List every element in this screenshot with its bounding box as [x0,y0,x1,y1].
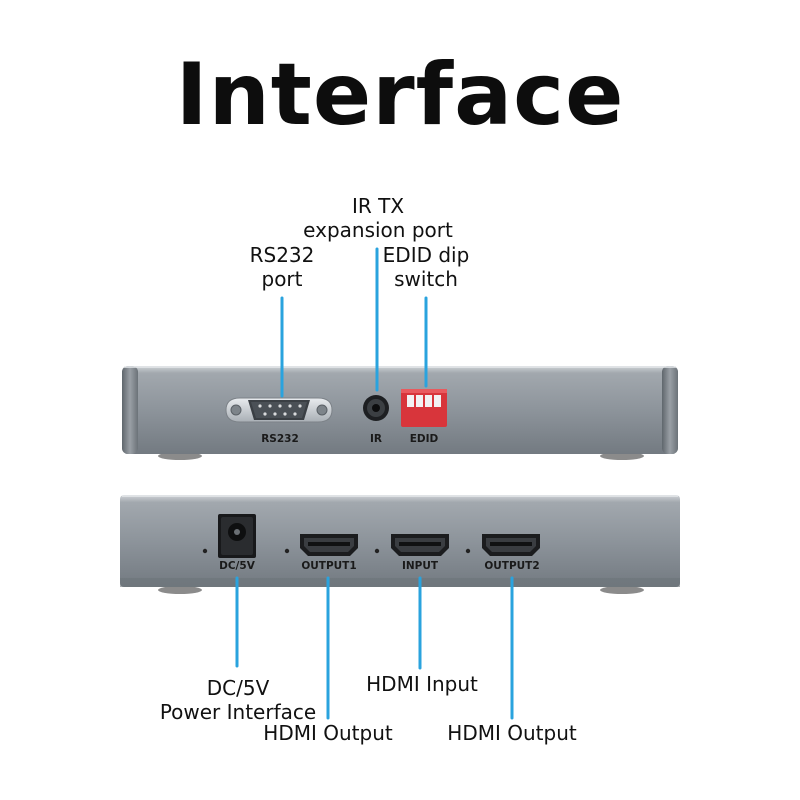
label-output1: OUTPUT1 [301,560,356,572]
callout-rs232-line2: port [261,267,303,291]
label-rs232: RS232 [261,433,299,445]
label-ir: IR [370,433,382,445]
callout-dc-power: DC/5V Power Interface [148,676,328,724]
edid-dip-switch [401,389,447,427]
ir-jack [363,395,389,421]
hdmi-output-2-port [482,534,540,556]
hdmi-input-port [391,534,449,556]
callout-edid-line1: EDID dip [382,243,470,267]
front-panel-foot-left [158,586,202,594]
leader-lines [235,247,514,720]
callout-ir-tx-port: IR TX expansion port [298,194,458,242]
led-dot-4 [465,548,471,554]
hdmi-output-1-port [300,534,358,556]
callout-edid-switch: EDID dip switch [366,243,486,291]
label-output2: OUTPUT2 [484,560,539,572]
back-panel: RS232 IR EDID [122,366,678,460]
front-panel-bottom-edge [120,578,680,587]
led-dot-1 [202,548,208,554]
label-dc: DC/5V [219,560,256,572]
dc-power-jack [218,514,256,558]
front-panel-foot-right [600,586,644,594]
callout-dc-line2: Power Interface [159,700,317,724]
front-panel: DC/5V OUTPUT1 INPUT OUTPUT2 [120,495,680,594]
callout-hdmi-output-2-text: HDMI Output [447,721,577,745]
back-panel-cap-left [122,366,138,454]
back-panel-cap-right [662,366,678,454]
page-title: Interface [175,45,625,145]
callout-edid-line2: switch [394,267,458,291]
led-dot-2 [284,548,290,554]
callout-hdmi-output-1-text: HDMI Output [263,721,393,745]
callout-rs232-line1: RS232 [249,243,315,267]
label-input: INPUT [402,560,439,572]
callout-ir-tx-line2: expansion port [303,218,453,242]
callout-hdmi-input: HDMI Input [352,672,492,696]
back-panel-body [122,366,678,454]
label-edid: EDID [410,433,439,445]
callout-hdmi-output-1: HDMI Output [258,721,398,745]
led-dot-3 [374,548,380,554]
callout-ir-tx-line1: IR TX [351,194,405,218]
rs232-connector [225,397,333,423]
callout-hdmi-output-2: HDMI Output [442,721,582,745]
callout-hdmi-input-text: HDMI Input [366,672,478,696]
callout-dc-line1: DC/5V [206,676,270,700]
callout-rs232-port: RS232 port [222,243,342,291]
